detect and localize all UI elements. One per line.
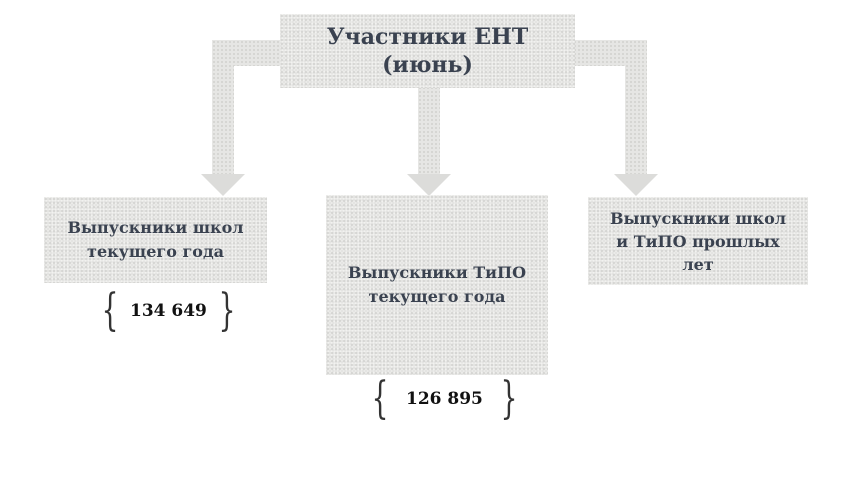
title-box: Участники ЕНТ (июнь) [280, 14, 575, 88]
box-label: Выпускники ТиПО [347, 263, 527, 282]
box-tipo-graduates: Выпускники ТиПО текущего года [326, 195, 548, 375]
brace-open-icon: { [101, 285, 119, 336]
box-school-graduates: Выпускники школ текущего года [44, 197, 267, 283]
box-label: текущего года [368, 287, 506, 306]
tipo-graduates-count: { 126 895 } [366, 376, 523, 422]
box-label: и ТиПО прошлых [616, 231, 780, 251]
arrow-left-icon [201, 174, 245, 196]
box-past-graduates: Выпускники школ и ТиПО прошлых лет [588, 197, 808, 285]
arrow-right-icon [614, 174, 658, 196]
count-value: 126 895 [406, 389, 483, 409]
title-line1: Участники ЕНТ [326, 24, 529, 50]
box-label: текущего года [87, 242, 224, 261]
box-label: Выпускники школ [609, 208, 787, 228]
box-label: лет [682, 254, 714, 274]
brace-close-icon: } [218, 285, 236, 336]
title-line2: (июнь) [382, 52, 473, 78]
connector-left-vertical [212, 40, 234, 175]
school-graduates-count: { 134 649 } [96, 288, 241, 334]
connector-right-vertical [625, 40, 647, 175]
count-value: 134 649 [130, 301, 207, 321]
brace-close-icon: } [500, 373, 518, 424]
box-label: Выпускники школ [67, 218, 244, 237]
brace-open-icon: { [371, 373, 389, 424]
arrow-middle-icon [407, 174, 451, 196]
connector-middle-vertical [418, 86, 440, 175]
